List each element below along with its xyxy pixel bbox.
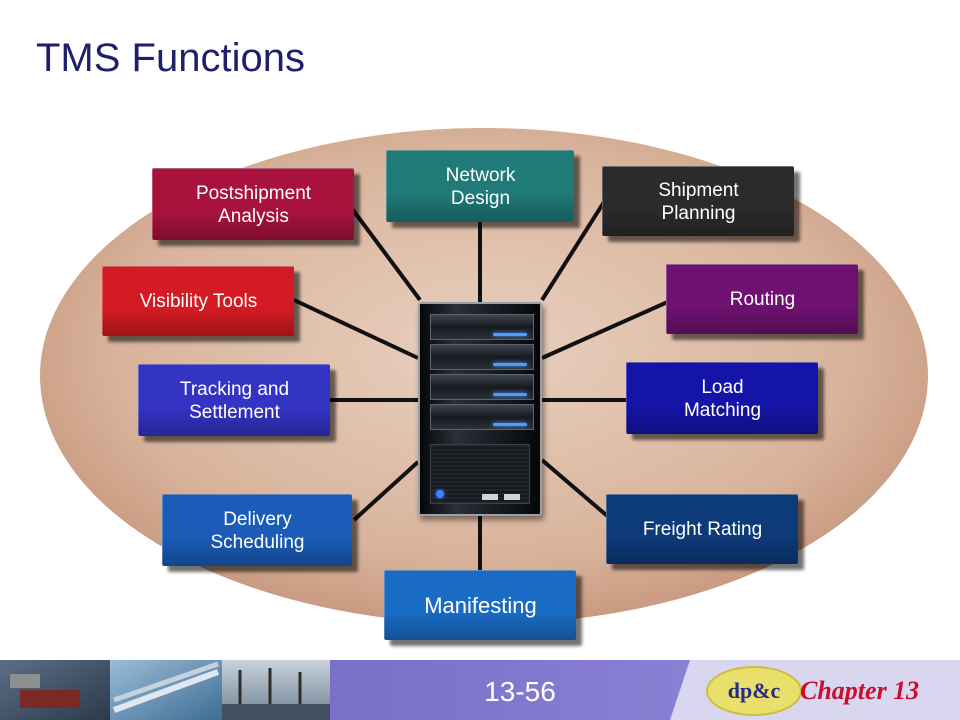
usb-port-icon — [482, 494, 498, 500]
chapter-label: Chapter 13 — [800, 676, 920, 705]
connector-lines — [293, 200, 673, 572]
box-freight-rating: Freight Rating — [606, 494, 798, 564]
box-load-matching: Load Matching — [626, 362, 818, 434]
connector-freight-rating — [540, 458, 614, 522]
box-network-design: Network Design — [386, 150, 574, 222]
connector-shipment-planning — [540, 200, 606, 302]
box-label: Tracking and Settlement — [179, 378, 290, 423]
connector-postshipment-analysis — [348, 204, 422, 302]
box-label: Delivery Scheduling — [210, 508, 305, 553]
box-label: Load Matching — [683, 376, 762, 421]
box-routing: Routing — [666, 264, 858, 334]
box-shipment-planning: Shipment Planning — [602, 166, 794, 236]
slide-number: 13-56 — [484, 676, 556, 707]
box-label: Network Design — [445, 164, 516, 209]
power-led-icon — [436, 490, 444, 498]
box-label: Routing — [729, 289, 796, 310]
footer-photo-strip — [0, 660, 330, 720]
connector-delivery-scheduling — [352, 460, 420, 522]
box-label: Visibility Tools — [139, 291, 258, 312]
server-icon — [418, 302, 542, 516]
box-postshipment-analysis: Postshipment Analysis — [152, 168, 354, 240]
box-tracking-settlement: Tracking and Settlement — [138, 364, 330, 436]
box-label: Postshipment Analysis — [195, 182, 312, 227]
box-label: Shipment Planning — [658, 179, 739, 224]
box-delivery-scheduling: Delivery Scheduling — [162, 494, 352, 566]
usb-port-icon — [504, 494, 520, 500]
brand-logo: dp&c — [706, 666, 802, 716]
box-manifesting: Manifesting — [384, 570, 576, 640]
box-label: Manifesting — [424, 593, 537, 618]
connector-visibility-tools — [293, 298, 419, 360]
box-label: Freight Rating — [642, 519, 763, 540]
box-visibility-tools: Visibility Tools — [102, 266, 294, 336]
connector-routing — [541, 298, 673, 360]
slide-title: TMS Functions — [36, 36, 305, 80]
